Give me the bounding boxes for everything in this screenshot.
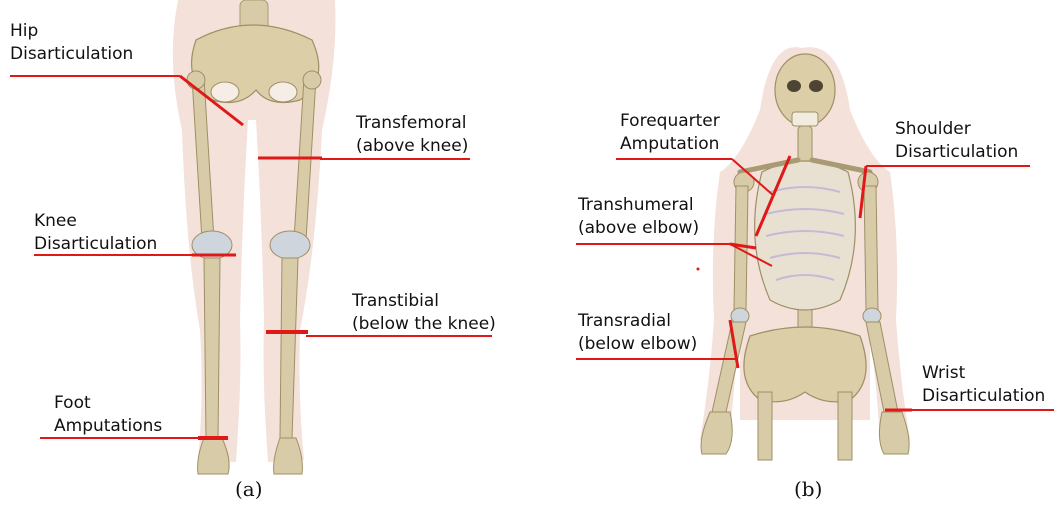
- label-foot-line1: Foot: [54, 392, 162, 415]
- label-wrist-line1: Wrist: [922, 362, 1045, 385]
- label-forequarter-line1: Forequarter: [620, 110, 720, 133]
- label-hip-disarticulation: Hip Disarticulation: [10, 20, 133, 66]
- label-wrist-disarticulation: Wrist Disarticulation: [922, 362, 1045, 408]
- label-wrist-line2: Disarticulation: [922, 385, 1045, 408]
- leader-line-shoulder: [866, 165, 1030, 167]
- label-transradial-line2: (below elbow): [578, 333, 697, 356]
- label-transhumeral-line1: Transhumeral: [578, 194, 699, 217]
- leader-line-forequarter: [616, 158, 732, 160]
- leader-line-transfemoral: [320, 158, 470, 160]
- label-shoulder-line2: Disarticulation: [895, 141, 1018, 164]
- leader-line-transtibial: [306, 335, 492, 337]
- label-shoulder-disarticulation: Shoulder Disarticulation: [895, 118, 1018, 164]
- label-transfemoral-line1: Transfemoral: [356, 112, 468, 135]
- label-knee-line1: Knee: [34, 210, 157, 233]
- label-hip-line1: Hip: [10, 20, 133, 43]
- label-transradial-line1: Transradial: [578, 310, 697, 333]
- caption-a: (a): [235, 477, 263, 501]
- label-transfemoral-line2: (above knee): [356, 135, 468, 158]
- leader-line-wrist: [910, 409, 1054, 411]
- label-knee-disarticulation: Knee Disarticulation: [34, 210, 157, 256]
- leader-line-transhumeral: [576, 243, 732, 245]
- label-forequarter-line2: Amputation: [620, 133, 720, 156]
- label-foot-amputations: Foot Amputations: [54, 392, 162, 438]
- upper-body-skeleton-illustration: [540, 0, 1057, 528]
- label-transfemoral: Transfemoral (above knee): [356, 112, 468, 158]
- leader-line-transradial: [576, 358, 736, 360]
- legs-skeleton-illustration: [0, 0, 540, 528]
- label-forequarter-amputation: Forequarter Amputation: [620, 110, 720, 156]
- label-transtibial-line1: Transtibial: [352, 290, 496, 313]
- leader-line-hip: [10, 75, 180, 77]
- label-transradial: Transradial (below elbow): [578, 310, 697, 356]
- label-transhumeral-line2: (above elbow): [578, 217, 699, 240]
- label-transtibial-line2: (below the knee): [352, 313, 496, 336]
- label-transhumeral: Transhumeral (above elbow): [578, 194, 699, 240]
- leader-line-foot: [40, 437, 200, 439]
- caption-b: (b): [794, 477, 822, 501]
- panel-a: Hip Disarticulation Transfemoral (above …: [0, 0, 540, 528]
- label-knee-line2: Disarticulation: [34, 233, 157, 256]
- label-hip-line2: Disarticulation: [10, 43, 133, 66]
- leader-line-knee: [34, 254, 192, 256]
- label-transtibial: Transtibial (below the knee): [352, 290, 496, 336]
- label-shoulder-line1: Shoulder: [895, 118, 1018, 141]
- panel-b: Forequarter Amputation Shoulder Disartic…: [540, 0, 1057, 528]
- label-foot-line2: Amputations: [54, 415, 162, 438]
